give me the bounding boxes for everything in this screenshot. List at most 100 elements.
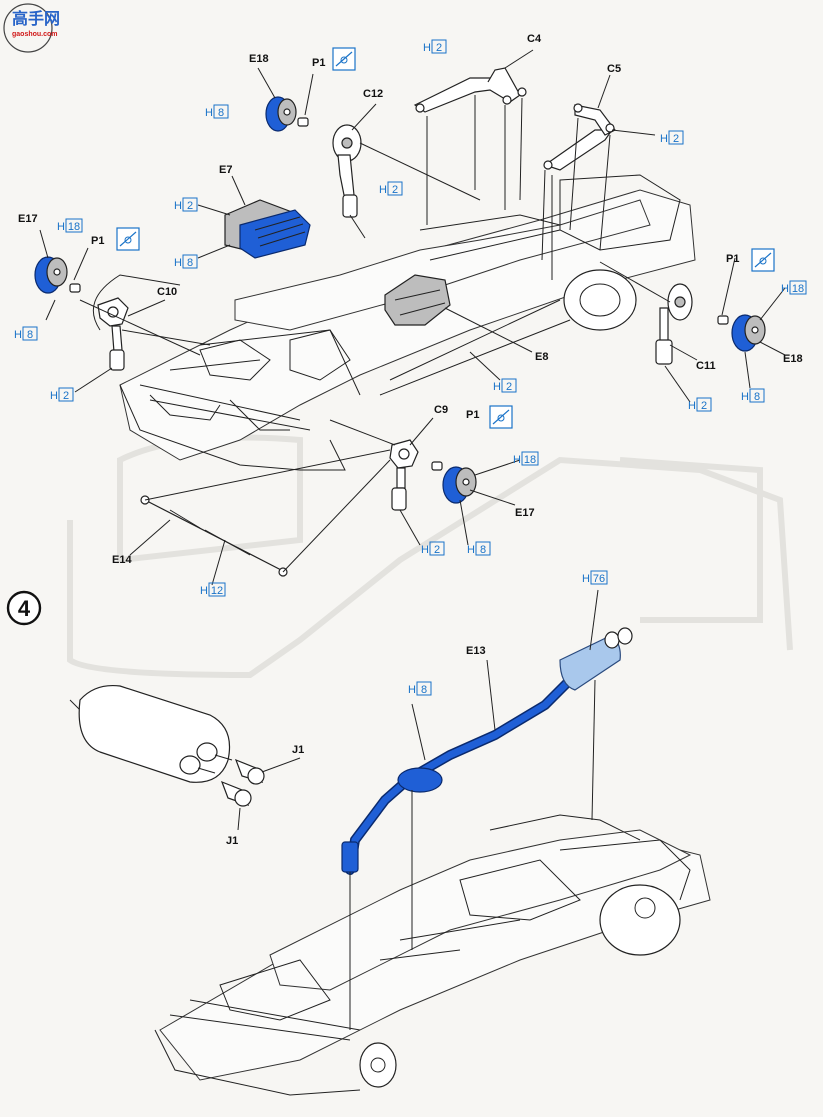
p1-glue-icon-mid [489, 405, 513, 429]
paint-h8-e13-letter: H [408, 684, 416, 696]
paint-h2-c11-letter: H [688, 400, 696, 412]
paint-h8-e7-letter: H [174, 257, 182, 269]
paint-h8-e7-num: 8 [187, 257, 193, 269]
label-e17-left: E17 [18, 213, 38, 225]
p1-glue-icon-top [332, 47, 356, 71]
p1-glue-icon-left [116, 227, 140, 251]
label-c12: C12 [363, 88, 383, 100]
part-c5-arm [543, 103, 616, 171]
lower-chassis [154, 814, 711, 1096]
assembly-arrows-upper [426, 95, 611, 280]
paint-h18-e17b-num: 18 [524, 454, 536, 466]
paint-h2-c4-letter: H [423, 42, 431, 54]
part-e7 [224, 199, 311, 259]
paint-h8-e18-letter: H [205, 107, 213, 119]
paint-h18-e17b-letter: H [513, 454, 521, 466]
paint-h18-e17-num: 18 [68, 221, 80, 233]
label-e18-top: E18 [249, 53, 269, 65]
paint-h12-e14-num: 12 [211, 585, 223, 597]
p1-glue-icon-right [751, 248, 775, 272]
paint-h2-c12-letter: H [379, 184, 387, 196]
logo-main: 高手网 [12, 9, 60, 28]
label-e8: E8 [535, 351, 548, 363]
paint-h2-c12-num: 2 [392, 184, 398, 196]
leader-lines-upper [39, 49, 786, 586]
label-j1-bottom: J1 [226, 835, 238, 847]
label-c10: C10 [157, 286, 177, 298]
paint-h8-e18r-letter: H [741, 391, 749, 403]
paint-h18-e17-letter: H [57, 221, 65, 233]
paint-h2-e8-letter: H [493, 381, 501, 393]
label-e13: E13 [466, 645, 486, 657]
label-p1-left: P1 [91, 235, 104, 247]
part-e13-exhaust [341, 675, 575, 875]
label-c9: C9 [434, 404, 448, 416]
label-p1-top: P1 [312, 57, 325, 69]
label-c11: C11 [696, 360, 716, 372]
step-number: 4 [18, 596, 31, 621]
paint-h8-e18r-num: 8 [754, 391, 760, 403]
part-e18-right [717, 314, 766, 352]
assembly-arrows-lower [349, 589, 599, 1030]
paint-h8-e17b-letter: H [467, 544, 475, 556]
label-e17-right: E17 [515, 507, 535, 519]
paint-h8-e18-num: 8 [218, 107, 224, 119]
paint-h76-muffler-letter: H [582, 573, 590, 585]
paint-h8-e13-num: 8 [421, 684, 427, 696]
paint-h8-e17b-num: 8 [480, 544, 486, 556]
paint-h2-e7-num: 2 [187, 200, 193, 212]
background-ghost [67, 434, 793, 679]
muffler-lightblue [559, 627, 633, 691]
part-c12 [332, 124, 481, 239]
paint-h2-c4-num: 2 [436, 42, 442, 54]
part-c10 [79, 274, 211, 371]
paint-h2-c5-letter: H [660, 133, 668, 145]
label-e7: E7 [219, 164, 232, 176]
label-c4: C4 [527, 33, 542, 45]
label-e14: E14 [112, 554, 132, 566]
label-j1-top: J1 [292, 744, 304, 756]
label-e18-right: E18 [783, 353, 803, 365]
paint-h2-c9-letter: H [421, 544, 429, 556]
paint-h2-c10-num: 2 [63, 390, 69, 402]
paint-h2-c5-num: 2 [673, 133, 679, 145]
paint-h18-e18r-letter: H [781, 283, 789, 295]
paint-h18-e18r-num: 18 [792, 283, 804, 295]
paint-h2-c10-letter: H [50, 390, 58, 402]
paint-h12-e14-letter: H [200, 585, 208, 597]
label-c5: C5 [607, 63, 621, 75]
part-e17-right [431, 461, 477, 504]
watermark-logo: 高手网 gaoshou.com [3, 3, 60, 53]
paint-h2-c9-num: 2 [434, 544, 440, 556]
logo-url: gaoshou.com [12, 31, 58, 38]
part-c4-arm [413, 67, 527, 113]
part-c9 [329, 419, 419, 511]
muffler-detail [69, 684, 301, 831]
part-c11 [599, 261, 693, 365]
part-e14 [140, 449, 391, 577]
paint-h76-muffler-num: 76 [593, 573, 605, 585]
paint-h8-e17-letter: H [14, 329, 22, 341]
part-e17-left [34, 256, 81, 294]
part-labels: E18 P1 C12 C4 C5 E7 E17 P1 C10 P1 E18 C1… [18, 33, 803, 847]
paint-h8-e17-num: 8 [27, 329, 33, 341]
part-e18-top [265, 96, 309, 132]
